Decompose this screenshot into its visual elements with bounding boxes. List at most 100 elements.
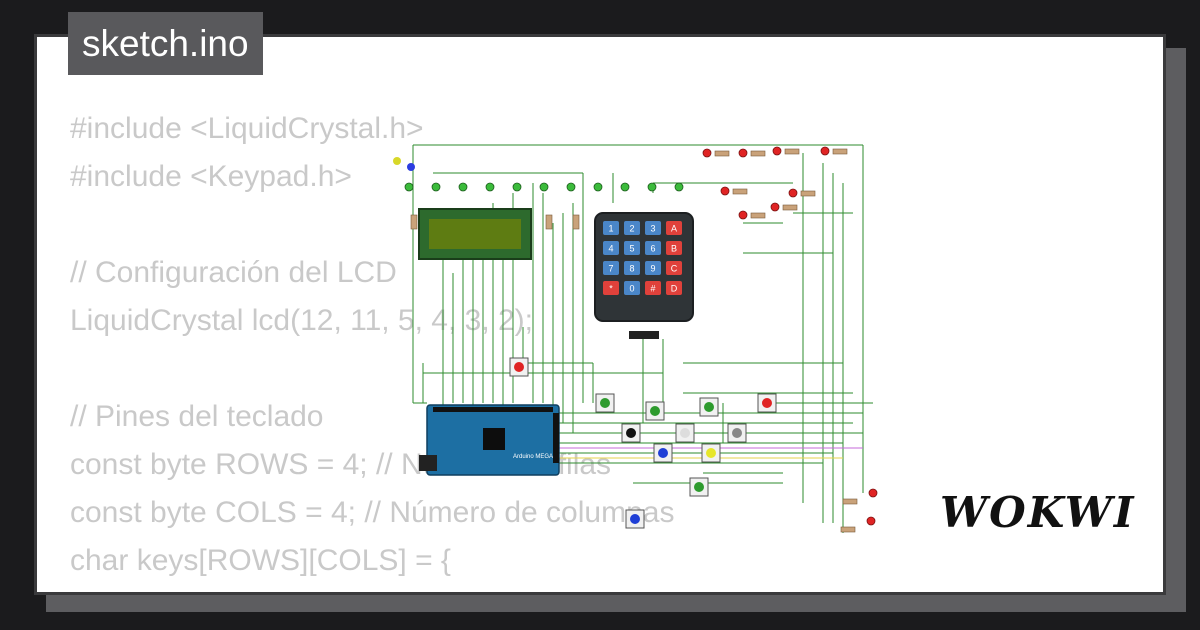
- arduino-board: Arduino MEGA: [419, 404, 560, 476]
- keypad-keys: 1 2 3 A 4 5 6 B 7 8 9 C * 0 # D: [603, 221, 682, 295]
- green-led: [566, 182, 576, 192]
- pushbuttons: [509, 357, 777, 529]
- keypad-key: [603, 241, 619, 255]
- green-led: [593, 182, 603, 192]
- resistor: [784, 148, 800, 155]
- keypad-connector: [629, 331, 659, 339]
- resistor: [840, 526, 856, 533]
- keypad-key-label: 6: [650, 244, 655, 254]
- resistor: [714, 150, 730, 157]
- pushbutton-cap: [680, 428, 690, 438]
- lcd-screen: [429, 219, 521, 249]
- red-led: [702, 148, 712, 158]
- code-line: LiquidCrystal lcd(12, 11, 5, 4, 3, 2);: [70, 304, 534, 337]
- lcd-display: [418, 208, 532, 260]
- green-led: [431, 182, 441, 192]
- wokwi-logo: WOKWI: [940, 488, 1136, 537]
- keypad-key: [666, 281, 682, 295]
- green-led: [485, 182, 495, 192]
- code-preview: #include <LiquidCrystal.h> #include <Key…: [70, 105, 675, 592]
- pushbutton-cap: [762, 398, 772, 408]
- resistor: [842, 498, 858, 505]
- red-led: [738, 210, 748, 220]
- green-led: [647, 182, 657, 192]
- keypad-key-label: *: [609, 284, 613, 294]
- blue-led: [407, 163, 415, 171]
- keypad-key: [666, 241, 682, 255]
- keypad-key-label: 5: [629, 244, 634, 254]
- green-led: [512, 182, 522, 192]
- keypad-key-label: 7: [608, 264, 613, 274]
- resistor: [545, 214, 553, 230]
- keypad-key: [666, 261, 682, 275]
- pushbutton-cap: [650, 406, 660, 416]
- keypad-key: [645, 261, 661, 275]
- keypad-key: [624, 241, 640, 255]
- keypad-key: [645, 221, 661, 235]
- green-led: [404, 182, 414, 192]
- keypad-key-label: #: [650, 284, 655, 294]
- keypad-key-label: B: [671, 244, 677, 254]
- board-chip: [483, 428, 505, 450]
- pushbutton-cap: [732, 428, 742, 438]
- pushbutton-cap: [600, 398, 610, 408]
- red-led: [738, 148, 748, 158]
- pushbutton-cap: [630, 514, 640, 524]
- pushbutton-cap: [626, 428, 636, 438]
- circuit-diagram: 1 2 3 A 4 5 6 B 7 8 9 C * 0 # D Arduino MEGA: [393, 144, 878, 533]
- keypad-key-label: A: [671, 224, 677, 234]
- keypad-key-label: 3: [650, 224, 655, 234]
- red-led: [788, 188, 798, 198]
- resistor: [800, 190, 816, 197]
- pushbutton-cap: [704, 402, 714, 412]
- keypad-key: [603, 221, 619, 235]
- board-header-right: [553, 413, 559, 463]
- code-line: // Configuración del LCD: [70, 256, 397, 289]
- keypad-key: [666, 221, 682, 235]
- keypad-key: [624, 281, 640, 295]
- red-led: [720, 186, 730, 196]
- red-led: [820, 146, 830, 156]
- keypad-key-label: 9: [650, 264, 655, 274]
- pushbutton-cap: [706, 448, 716, 458]
- keypad-key-label: 1: [608, 224, 613, 234]
- board-label: Arduino MEGA: [513, 454, 553, 460]
- green-led: [620, 182, 630, 192]
- code-line: // Pines del teclado: [70, 400, 324, 433]
- resistor: [782, 204, 798, 211]
- code-line: {'1','2','3','A'},: [70, 585, 674, 592]
- code-line: #include <Keypad.h>: [70, 160, 352, 193]
- led-column-right: [840, 488, 878, 533]
- keypad-key-label: 2: [629, 224, 634, 234]
- preview-card: #include <LiquidCrystal.h> #include <Key…: [34, 34, 1166, 595]
- keypad-key: [645, 281, 661, 295]
- keypad-key: [645, 241, 661, 255]
- code-line: const byte COLS = 4; // Número de column…: [70, 496, 675, 529]
- pushbutton-cap: [694, 482, 704, 492]
- keypad-key: [603, 261, 619, 275]
- resistor: [750, 150, 766, 157]
- keypad-key-label: 4: [608, 244, 613, 254]
- resistor: [732, 188, 748, 195]
- pushbutton-cap: [514, 362, 524, 372]
- resistor: [832, 148, 848, 155]
- red-led: [770, 202, 780, 212]
- green-led: [458, 182, 468, 192]
- board-header-top: [433, 407, 553, 412]
- resistor: [572, 214, 580, 230]
- keypad-key-label: 0: [629, 284, 634, 294]
- keypad-key-label: 8: [629, 264, 634, 274]
- keypad-key-label: D: [671, 284, 678, 294]
- green-led: [674, 182, 684, 192]
- red-led: [772, 146, 782, 156]
- keypad-key-label: C: [671, 264, 678, 274]
- green-led: [539, 182, 549, 192]
- red-led: [866, 516, 876, 526]
- file-name-tab: sketch.ino: [68, 12, 263, 75]
- keypad: 1 2 3 A 4 5 6 B 7 8 9 C * 0 # D: [594, 212, 694, 339]
- resistor: [750, 212, 766, 219]
- code-line: char keys[ROWS][COLS] = {: [70, 544, 451, 577]
- code-line: #include <LiquidCrystal.h>: [70, 112, 424, 145]
- keypad-key: [624, 261, 640, 275]
- yellow-led: [393, 157, 401, 165]
